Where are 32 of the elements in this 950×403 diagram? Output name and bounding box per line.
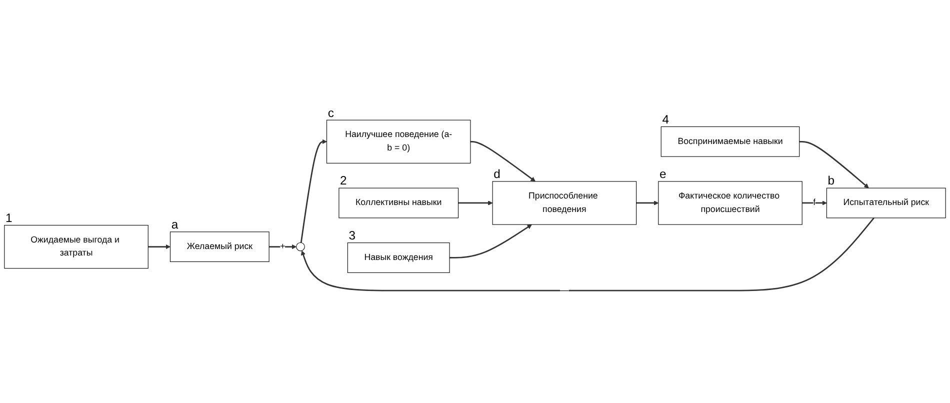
node-marker-label: 3 (348, 228, 356, 242)
arrow (148, 244, 170, 250)
node-marker-label: a (171, 218, 178, 232)
node-box: Воспринимаемые навыки (660, 126, 800, 157)
node-box: Коллективны навыки (338, 188, 459, 218)
arrow (301, 217, 874, 292)
arrow (636, 200, 659, 206)
arrow (300, 139, 327, 243)
node-marker-label: c (328, 106, 334, 120)
node-marker-label: 2 (340, 174, 347, 188)
node-box: Приспособление поведения (492, 181, 637, 225)
arrow (458, 200, 493, 206)
arrow (470, 140, 536, 182)
node-marker-label: d (494, 167, 500, 182)
arrow (802, 200, 827, 206)
node-marker-label: b (828, 174, 835, 188)
node-box: Ожидаемые выгода и затраты (4, 224, 148, 269)
edge-label: + (280, 242, 286, 252)
node-marker-label: 4 (662, 112, 669, 126)
arrow (269, 244, 297, 250)
node-marker-label: e (660, 167, 666, 182)
node-circle (296, 242, 305, 252)
node-box: Испытательный риск (826, 188, 946, 218)
node-marker-label: 1 (6, 210, 12, 225)
node-box: Навык вождения (347, 242, 450, 273)
node-box: Желаемый риск (170, 232, 270, 262)
node-box: Наилучшее поведение (a-b = 0) (326, 120, 471, 164)
arrow (799, 140, 869, 188)
arrow (450, 224, 532, 258)
node-box: Фактическое количество происшествий (658, 181, 802, 225)
edge-label: f (813, 198, 816, 208)
edge-label: — (560, 286, 569, 296)
